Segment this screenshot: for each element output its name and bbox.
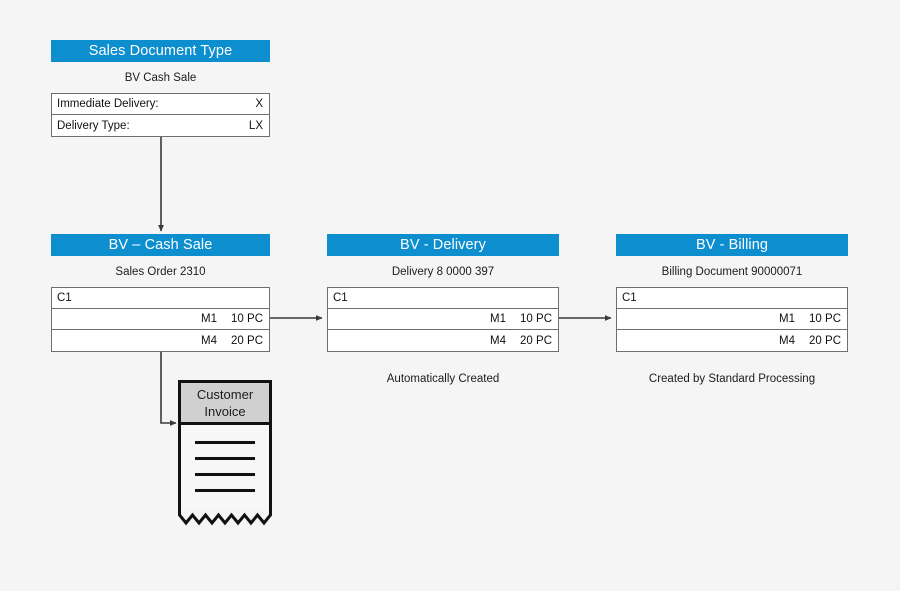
cash-sale-group: C1	[57, 292, 72, 304]
table-row: Delivery Type: LX	[52, 115, 269, 136]
immediate-delivery-value: X	[255, 98, 263, 110]
customer-invoice-title-line-1: Customer	[196, 386, 254, 402]
sales-document-type-subtitle: BV Cash Sale	[124, 72, 197, 84]
delivery-item-quantity: 20 PC	[520, 334, 552, 347]
table-row: M4 20 PC	[617, 330, 847, 351]
table-row: M1 10 PC	[52, 309, 269, 330]
cash-sale-item-quantity: 20 PC	[231, 334, 263, 347]
billing-group: C1	[622, 292, 637, 304]
cash-sale-item-material: M1	[201, 313, 217, 325]
receipt-text-line	[195, 473, 255, 476]
delivery-group: C1	[333, 292, 348, 304]
delivery-table: C1 M1 10 PC M4 20 PC	[327, 287, 559, 352]
table-row: M4 20 PC	[328, 330, 558, 351]
delivery-subtitle: Delivery 8 0000 397	[391, 266, 495, 278]
billing-subtitle: Billing Document 90000071	[661, 266, 803, 278]
delivery-item-material: M1	[490, 313, 506, 325]
sales-document-type-table: Immediate Delivery: X Delivery Type: LX	[51, 93, 270, 137]
customer-invoice-title: Customer Invoice	[178, 380, 272, 425]
cash-sale-header: BV – Cash Sale	[51, 234, 270, 256]
node-sales-document-type: Sales Document Type BV Cash Sale Immedia…	[51, 40, 270, 137]
sales-document-type-header: Sales Document Type	[51, 40, 270, 62]
receipt-text-line	[195, 489, 255, 492]
receipt-text-line	[195, 441, 255, 444]
delivery-type-value: LX	[248, 119, 263, 132]
receipt-zigzag-icon	[178, 508, 272, 526]
node-customer-invoice: Customer Invoice	[178, 380, 272, 526]
delivery-item-material: M4	[490, 334, 506, 347]
table-row: M4 20 PC	[52, 330, 269, 351]
immediate-delivery-label: Immediate Delivery:	[57, 98, 159, 110]
customer-invoice-title-line-2: Invoice	[204, 403, 246, 419]
billing-item-quantity: 20 PC	[809, 334, 841, 347]
node-cash-sale: BV – Cash Sale Sales Order 2310 C1 M1 10…	[51, 234, 270, 352]
node-billing: BV - Billing Billing Document 90000071 C…	[616, 234, 848, 352]
table-row-group: C1	[52, 288, 269, 309]
cash-sale-subtitle: Sales Order 2310	[115, 266, 206, 278]
cash-sale-item-quantity: 10 PC	[231, 313, 263, 325]
table-row: M1 10 PC	[617, 309, 847, 330]
delivery-footnote: Automatically Created	[386, 373, 500, 385]
table-row: M1 10 PC	[328, 309, 558, 330]
delivery-type-label: Delivery Type:	[57, 119, 130, 132]
receipt-icon	[178, 425, 272, 509]
billing-item-material: M4	[779, 334, 795, 347]
billing-item-material: M1	[779, 313, 795, 325]
delivery-item-quantity: 10 PC	[520, 313, 552, 325]
node-delivery: BV - Delivery Delivery 8 0000 397 C1 M1 …	[327, 234, 559, 352]
billing-table: C1 M1 10 PC M4 20 PC	[616, 287, 848, 352]
billing-item-quantity: 10 PC	[809, 313, 841, 325]
billing-header: BV - Billing	[616, 234, 848, 256]
table-row-group: C1	[328, 288, 558, 309]
table-row: Immediate Delivery: X	[52, 94, 269, 115]
delivery-header: BV - Delivery	[327, 234, 559, 256]
cash-sale-item-material: M4	[201, 334, 217, 347]
billing-footnote: Created by Standard Processing	[648, 373, 816, 385]
table-row-group: C1	[617, 288, 847, 309]
cash-sale-table: C1 M1 10 PC M4 20 PC	[51, 287, 270, 352]
receipt-text-line	[195, 457, 255, 460]
arrow-elbow-icon	[160, 352, 177, 426]
